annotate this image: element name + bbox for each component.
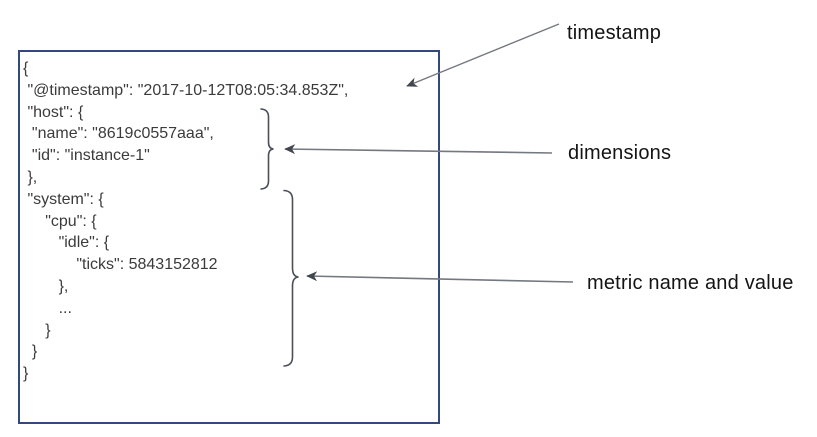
json-document-box	[18, 50, 440, 424]
dimensions-label: dimensions	[568, 142, 672, 164]
timestamp-label: timestamp	[567, 22, 662, 44]
json-code: { "@timestamp": "2017-10-12T08:05:34.853…	[23, 60, 349, 383]
metric-name-and-value-label: metric name and value	[587, 272, 794, 294]
